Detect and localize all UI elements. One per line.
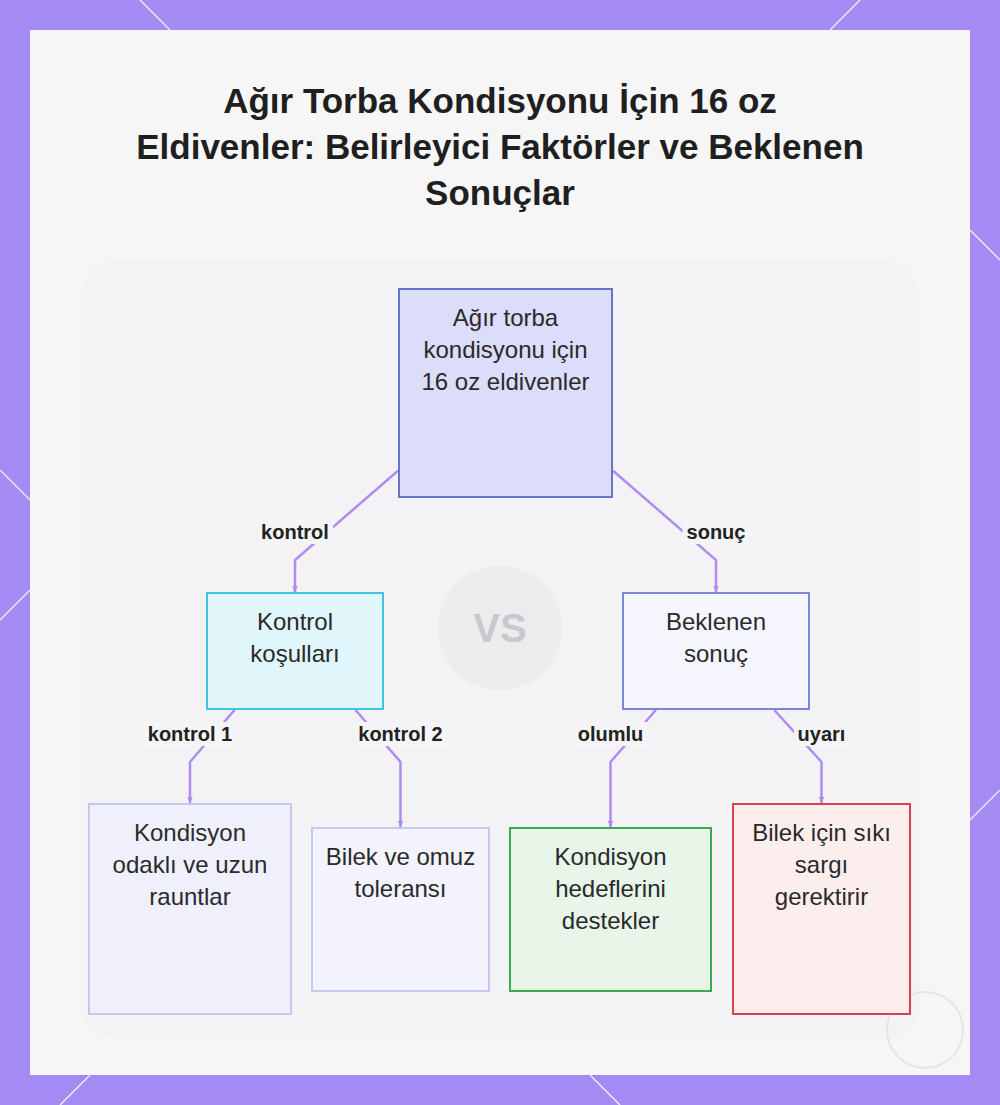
diagram-title: Ağır Torba Kondisyonu İçin 16 oz Eldiven…: [130, 78, 870, 216]
watermark: VS: [473, 606, 526, 651]
process-box: Bilek ve omuz toleransı: [311, 827, 490, 992]
box-text: Kondisyon odaklı ve uzun rauntlar: [102, 817, 278, 913]
process-box: Kondisyon hedeflerini destekler: [509, 827, 712, 992]
box-text: Beklenen sonuç: [636, 606, 796, 670]
process-box: Beklenen sonuç: [622, 592, 810, 710]
edge-label: kontrol 2: [354, 722, 446, 746]
edge-label: kontrol 1: [144, 722, 236, 746]
box-text: Ağır torba kondisyonu için 16 oz eldiven…: [412, 302, 599, 398]
process-box: Kontrol koşulları: [206, 592, 384, 710]
box-text: Kontrol koşulları: [220, 606, 370, 670]
process-box: Ağır torba kondisyonu için 16 oz eldiven…: [398, 288, 613, 498]
process-box: Bilek için sıkı sargı gerektirir: [732, 803, 911, 1015]
edge-label: olumlu: [574, 722, 648, 746]
edge-label: sonuç: [683, 520, 750, 544]
edge-label: uyarı: [794, 722, 850, 746]
panel: [30, 30, 970, 1075]
blurred-photo: [80, 260, 920, 1040]
box-text: Bilek için sıkı sargı gerektirir: [746, 817, 897, 913]
edge-label: kontrol: [257, 520, 333, 544]
process-box: Kondisyon odaklı ve uzun rauntlar: [88, 803, 292, 1015]
box-text: Bilek ve omuz toleransı: [325, 841, 476, 905]
vs-circle: [438, 566, 562, 690]
box-text: Kondisyon hedeflerini destekler: [523, 841, 698, 937]
